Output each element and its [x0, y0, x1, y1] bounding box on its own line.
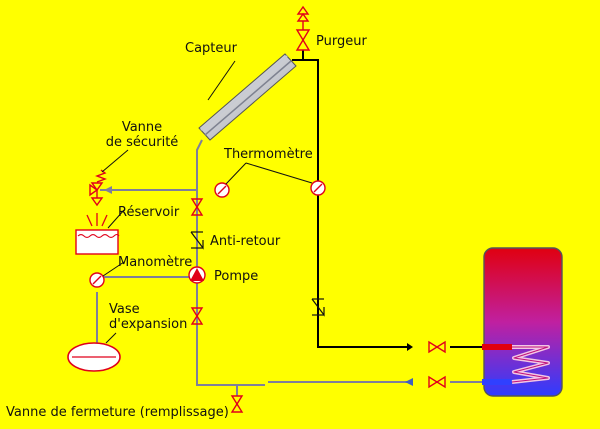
reservoir-icon — [75, 213, 120, 255]
check-valve-icon — [311, 298, 325, 317]
flow-arrow-safety — [104, 186, 112, 194]
safety-valve-icon — [89, 169, 107, 207]
storage-tank — [482, 247, 563, 397]
flow-arrow-return — [405, 378, 413, 386]
label-vase-line2: d'expansion — [109, 317, 188, 332]
label-pompe: Pompe — [214, 269, 259, 284]
flow-arrow-supply — [407, 343, 413, 351]
valve-icon — [190, 198, 204, 216]
check-valve-icon — [190, 231, 204, 250]
solar-collector — [198, 53, 297, 141]
shutoff-valve-icon — [230, 395, 244, 413]
label-purgeur: Purgeur — [316, 34, 367, 49]
label-vanne-securite: Vanne de sécurité — [104, 120, 180, 150]
thermometer-icon — [310, 180, 326, 196]
label-vanne-fermeture: Vanne de fermeture (remplissage) — [6, 405, 229, 420]
valve-icon — [428, 375, 446, 389]
label-vanne-securite-line2: de sécurité — [105, 135, 179, 150]
expansion-vessel-icon — [67, 342, 121, 372]
air-vent-icon — [295, 5, 311, 51]
label-vase-line1: Vase — [109, 302, 140, 317]
label-thermometre: Thermomètre — [224, 147, 313, 162]
supply-circuit — [292, 50, 482, 348]
valve-icon — [428, 340, 446, 354]
valve-icon — [190, 307, 204, 325]
thermometer-icon — [214, 182, 230, 198]
pressure-gauge-icon — [89, 272, 105, 288]
pump-icon — [188, 266, 206, 284]
label-anti-retour: Anti-retour — [210, 234, 281, 249]
label-reservoir: Réservoir — [118, 205, 180, 220]
label-capteur: Capteur — [185, 41, 237, 56]
label-vase-expansion: Vase d'expansion — [109, 302, 187, 332]
label-manometre: Manomètre — [118, 255, 193, 270]
label-vanne-securite-line1: Vanne — [121, 120, 163, 135]
